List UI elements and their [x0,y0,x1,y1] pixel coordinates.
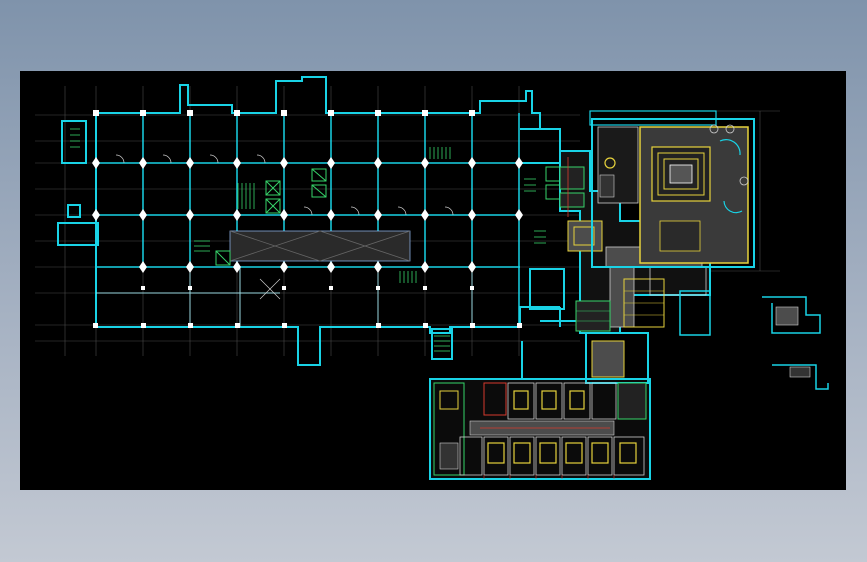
door-swings [115,154,454,300]
guest-rooms-upper [507,382,617,420]
stair-hatching [70,128,546,352]
lobby-block [559,150,711,336]
room-partitions [483,475,615,479]
guest-room-wing [429,332,651,480]
structural-columns [92,110,523,328]
central-corridor [229,230,411,262]
cad-viewport[interactable] [20,71,846,490]
main-building-walls [57,76,580,381]
guest-rooms-lower [459,436,645,476]
detail-fragments [762,296,829,390]
floor-plan-drawing [35,76,829,480]
banquet-hall [589,110,755,268]
